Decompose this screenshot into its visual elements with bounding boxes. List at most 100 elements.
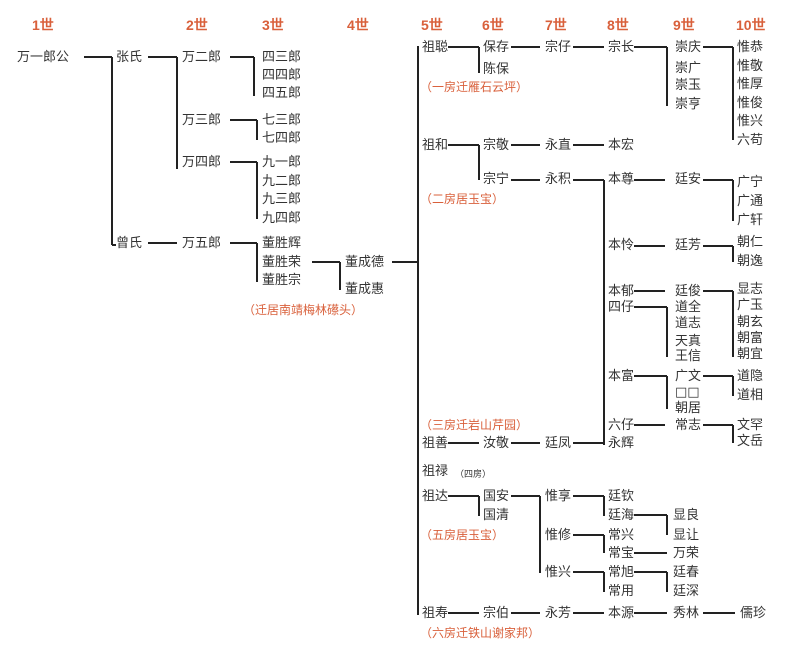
person-tc: 廷春 (673, 565, 700, 580)
person-rj: 汝敬 (483, 436, 510, 451)
person-ts: 廷深 (673, 584, 700, 599)
person-lz: 六仔 (608, 418, 635, 433)
person-tq: 廷钦 (608, 489, 635, 504)
person-wxi: 惟享 (545, 489, 572, 504)
person-rz: 儒珍 (740, 606, 767, 621)
person-w5: 万五郎 (182, 236, 222, 251)
generation-header: 2世 (186, 17, 208, 33)
person-wg: 惟恭 (737, 40, 764, 55)
person-cyi2: 朝宜 (737, 347, 764, 362)
person-dch: 董成惠 (345, 282, 385, 297)
person-s44: 四四郎 (262, 68, 302, 83)
person-sz: 四仔 (608, 300, 635, 315)
person-zhang: 张氏 (116, 50, 143, 65)
person-tj: 廷俊 (675, 284, 702, 299)
person-wx: 惟兴 (737, 114, 764, 129)
person-cxu2: 常旭 (608, 565, 635, 580)
person-cr: 朝仁 (737, 235, 764, 250)
person-cq: 崇庆 (675, 40, 702, 55)
person-cx: 常兴 (608, 528, 635, 543)
person-unk: □□ (675, 385, 700, 400)
person-wju: 惟俊 (737, 96, 764, 111)
person-xl: 显良 (673, 508, 700, 523)
person-tzh: 天真 (675, 334, 702, 349)
generation-header: 3世 (262, 17, 284, 33)
person-dcd: 董成德 (345, 255, 385, 270)
person-wxiu: 惟修 (545, 528, 572, 543)
person-cj: 朝居 (675, 401, 702, 416)
person-ch: 崇亨 (675, 97, 702, 112)
generation-header: 7世 (545, 17, 567, 33)
generation-header: 6世 (482, 17, 504, 33)
branch-note-n6: （六房迁铁山谢家邦） (420, 626, 541, 640)
person-j92: 九二郎 (262, 174, 302, 189)
person-yj: 永积 (545, 172, 572, 187)
person-zd: 祖达 (422, 489, 449, 504)
generation-header: 10世 (736, 17, 766, 33)
person-cg: 崇广 (675, 61, 702, 76)
person-wxn: 王信 (675, 349, 702, 364)
person-cf: 朝富 (737, 331, 764, 346)
person-zeng: 曾氏 (116, 236, 143, 251)
branch-note-n1: （一房迁雁石云坪） (420, 80, 529, 94)
generation-header: 4世 (347, 17, 369, 33)
person-w4: 万四郎 (182, 155, 222, 170)
person-s43: 四三郎 (262, 50, 302, 65)
person-zj: 宗敬 (483, 138, 510, 153)
person-lg: 六苟 (737, 133, 764, 148)
generation-header: 8世 (607, 17, 629, 33)
person-ba: 廷安 (675, 172, 702, 187)
person-zs: 祖善 (422, 436, 449, 451)
person-cb: 陈保 (483, 62, 510, 77)
person-bc: 保存 (483, 40, 510, 55)
person-w2: 万二郎 (182, 50, 222, 65)
person-dz: 道志 (675, 316, 702, 331)
person-dsz: 董胜宗 (262, 273, 302, 288)
person-cxu: 朝玄 (737, 315, 764, 330)
person-gt: 广通 (737, 194, 764, 209)
person-dsh: 董胜辉 (262, 236, 302, 251)
person-gn: 广宁 (737, 175, 764, 190)
person-q74: 七四郎 (262, 131, 302, 146)
person-th: 廷海 (608, 508, 635, 523)
person-ga: 国安 (483, 489, 510, 504)
person-gw: 广文 (675, 369, 702, 384)
person-wr: 万荣 (673, 546, 700, 561)
person-xr: 显让 (673, 528, 700, 543)
person-gy: 广玉 (737, 298, 764, 313)
person-j91: 九一郎 (262, 155, 302, 170)
person-j93: 九三郎 (262, 192, 302, 207)
branch-note-n2: （二房居玉宝） (420, 192, 505, 206)
person-tf: 廷芳 (675, 238, 702, 253)
person-j94: 九四郎 (262, 211, 302, 226)
person-gx: 广轩 (737, 213, 764, 228)
person-cyi: 朝逸 (737, 254, 764, 269)
person-cy: 崇玉 (675, 78, 702, 93)
branch-note-n4: （四房） (455, 470, 492, 480)
person-zcz: 宗长 (608, 40, 635, 55)
generation-header: 9世 (673, 17, 695, 33)
person-s45: 四五郎 (262, 86, 302, 101)
person-bf: 本富 (608, 369, 635, 384)
person-xlin: 秀林 (673, 606, 700, 621)
person-wj: 惟敬 (737, 59, 764, 74)
branch-note-n3: （三房迁岩山芹园） (420, 418, 529, 432)
person-dy: 道隐 (737, 369, 764, 384)
person-by: 本郁 (608, 284, 635, 299)
person-czh: 常志 (675, 418, 702, 433)
person-wh2: 文罕 (737, 418, 764, 433)
generation-header: 1世 (32, 17, 54, 33)
person-zz: 宗仔 (545, 40, 572, 55)
person-cbao: 常宝 (608, 546, 635, 561)
person-yh: 永辉 (608, 436, 635, 451)
person-zb: 宗伯 (483, 606, 510, 621)
person-zl: 祖禄 (422, 464, 449, 479)
person-yz: 永直 (545, 138, 572, 153)
person-w3: 万三郎 (182, 113, 222, 128)
person-bz: 本尊 (608, 172, 635, 187)
person-wh: 惟厚 (737, 77, 764, 92)
branch-note-n5: （五房居玉宝） (420, 528, 505, 542)
person-dsr: 董胜荣 (262, 255, 302, 270)
generation-header: 5世 (421, 17, 443, 33)
